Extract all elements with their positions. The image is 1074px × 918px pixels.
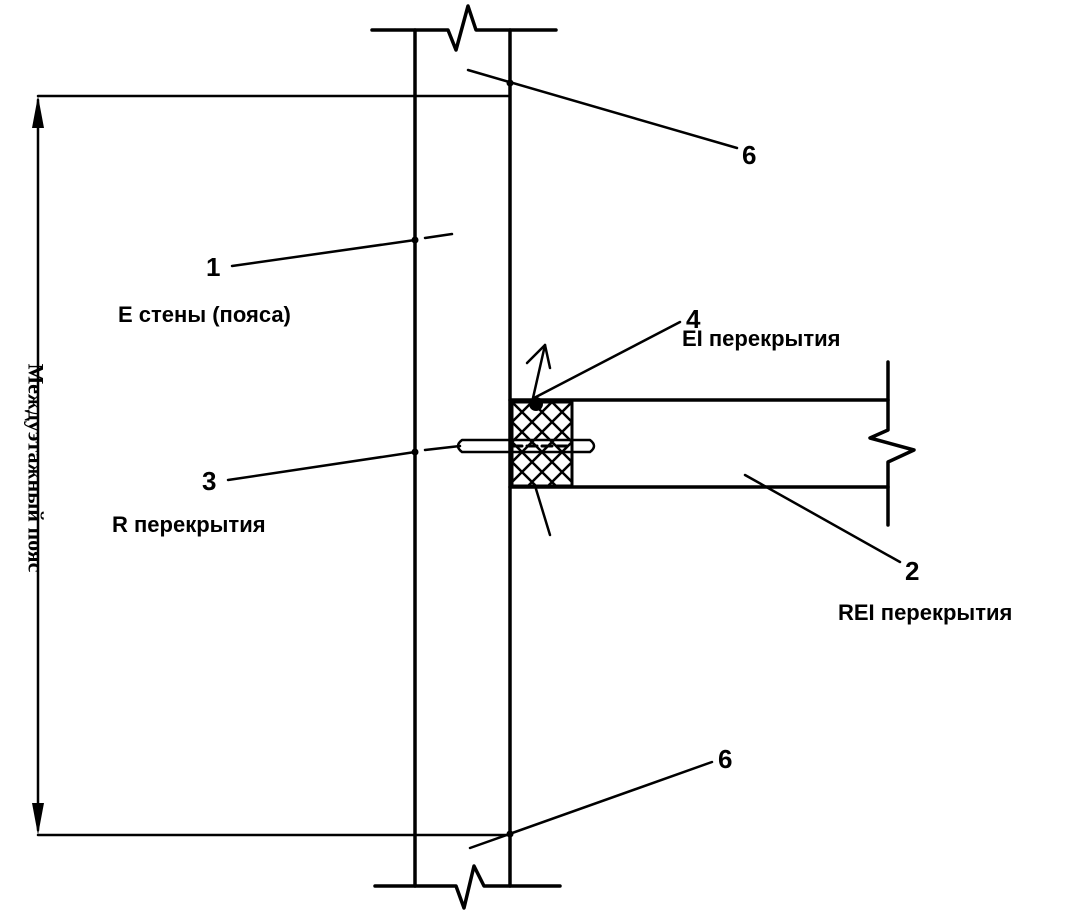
callout-number-3: 3: [202, 466, 216, 496]
leader-dot-1: [411, 236, 419, 244]
callout-number-2: 2: [905, 556, 919, 586]
leader-dot-6-top: [506, 79, 514, 87]
leader-line-6-bottom: [468, 760, 714, 850]
leader-line-3: [226, 450, 417, 482]
callout-number-6-top: 6: [742, 140, 756, 170]
leader-dot-3: [411, 448, 419, 456]
anchor-bolt: [456, 438, 596, 454]
heat-flow-arrowhead: [525, 343, 552, 370]
callout-number-6-bottom: 6: [718, 744, 732, 774]
slab-break-line: [868, 360, 916, 527]
callout-label-1: E стены (пояса): [118, 302, 291, 327]
leader-line-1: [230, 238, 417, 268]
leader-dot-6-bottom: [506, 830, 514, 838]
leader-line-4: [532, 320, 682, 400]
top-break-line: [370, 4, 558, 52]
callout-label-4: EI перекрытия: [682, 326, 840, 351]
fire-stop-filler: [510, 397, 574, 488]
callout-label-2: REI перекрытия: [838, 600, 1012, 625]
dimension-arrow-top: [32, 96, 44, 128]
leader-line-3-ext: [423, 444, 462, 452]
bottom-break-line: [373, 864, 562, 910]
heat-flow-arrow-down: [534, 487, 552, 537]
callout-number-1: 1: [206, 252, 220, 282]
dimension-arrow-bottom: [32, 803, 44, 835]
callout-label-3: R перекрытия: [112, 512, 266, 537]
leader-line-2: [743, 473, 902, 564]
callout-number-4: 4: [686, 304, 701, 334]
heat-flow-arrow-up: [531, 343, 547, 400]
leader-line-1-ext: [423, 232, 454, 240]
dimension-label: Междуэтажный пояс: [24, 364, 49, 573]
